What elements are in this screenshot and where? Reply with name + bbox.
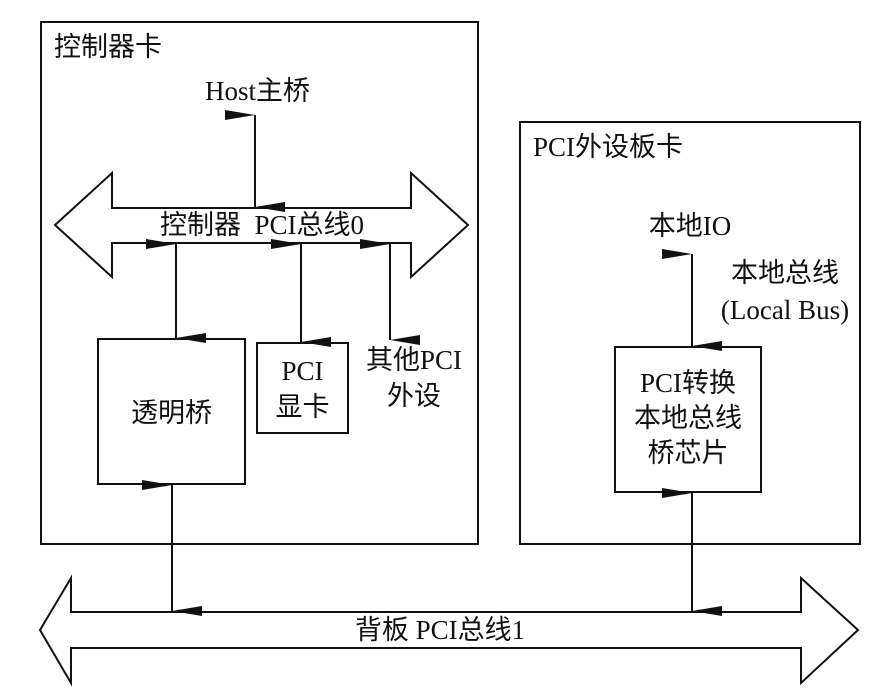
bridge-chip-label-line1: PCI转换 <box>639 368 737 398</box>
pci-bus0-label: 控制器 PCI总线0 <box>159 210 365 240</box>
local-bus-label-line1: 本地总线 <box>731 258 839 288</box>
pci-gpu-label-line2: 显卡 <box>275 392 330 422</box>
other-pci-label-line1: 其他PCI <box>365 345 463 375</box>
backplane-pci-bus1-arrow <box>38 574 860 687</box>
host-bridge-label: Host主桥 <box>204 76 310 106</box>
bridge-chip-label-line2: 本地总线 <box>634 403 742 433</box>
bridge-chip-label-line3: 桥芯片 <box>647 438 729 468</box>
local-io-label: 本地IO <box>648 211 732 241</box>
local-bus-label-line2: (Local Bus) <box>720 295 850 325</box>
other-pci-label-line2: 外设 <box>387 381 441 411</box>
pci-peripheral-card-title: PCI外设板卡 <box>533 132 684 162</box>
pci-bus1-label: 背板 PCI总线1 <box>354 615 526 645</box>
pci-peripheral-card-box <box>519 121 861 545</box>
pci-gpu-label-line1: PCI <box>281 356 324 386</box>
controller-pci-bus0-arrow <box>53 170 470 280</box>
transparent-bridge-label: 透明桥 <box>131 398 212 428</box>
controller-card-box <box>40 21 479 545</box>
controller-card-title: 控制器卡 <box>54 32 162 62</box>
